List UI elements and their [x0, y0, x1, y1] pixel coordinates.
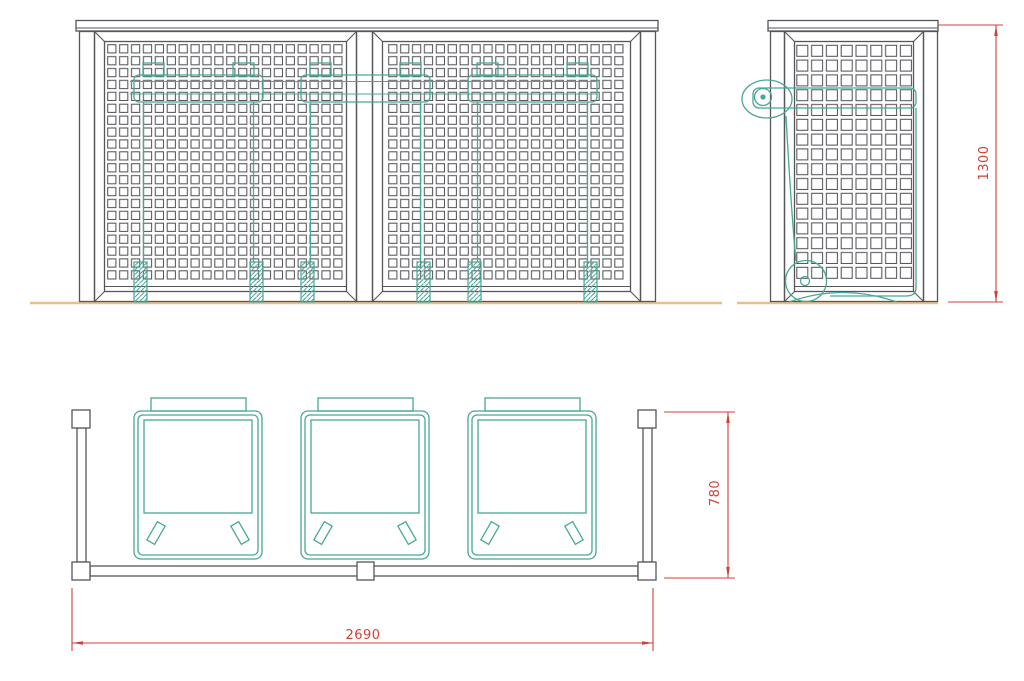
bin-lid-handle: [317, 397, 414, 412]
side-post-left: [769, 30, 786, 303]
bin-wheel: [784, 259, 828, 303]
side-post-right: [922, 30, 939, 303]
bin-lid-handle: [150, 397, 247, 412]
dimension-overall-height: 1300: [938, 24, 1003, 303]
bin-lid-top: [477, 419, 587, 514]
bin-front-1: [133, 62, 264, 303]
bin-plan-1: [133, 397, 263, 560]
bin-wheel: [563, 520, 585, 546]
bin-wheel: [249, 261, 264, 303]
plan-post-front-right: [637, 409, 657, 429]
bin-wheel: [300, 261, 315, 303]
front-top-rail: [75, 19, 659, 32]
side-top-rail: [767, 19, 939, 32]
dimension-label-overall-height: 1300: [977, 145, 992, 180]
trellis-grid: [795, 43, 914, 281]
plan-view: [71, 397, 657, 581]
bin-back-edge: [785, 115, 797, 262]
dimension-overall-width: 2690: [71, 588, 654, 651]
bin-front-2: [300, 62, 431, 303]
trellis-grid: [106, 43, 344, 282]
bin-wheel: [312, 520, 334, 546]
bin-lid-handle: [484, 397, 581, 412]
bin-plan-2: [300, 397, 430, 560]
bin-wheel: [467, 261, 482, 303]
front-post-right: [639, 30, 657, 303]
bin-wheel: [479, 520, 501, 546]
dimension-label-overall-width: 2690: [345, 628, 380, 643]
bin-wheel: [583, 261, 598, 303]
bin-base-curve: [788, 291, 898, 303]
plan-post-back-right: [637, 561, 657, 581]
bin-body-edge: [830, 108, 917, 297]
plan-post-back-middle: [356, 561, 375, 581]
front-post-middle: [355, 30, 374, 303]
trellis-panel-side: [783, 30, 925, 303]
dimension-overall-depth: 780: [664, 411, 735, 579]
side-elevation-view: [737, 19, 939, 305]
bin-wheel: [229, 520, 251, 546]
bin-lid: [752, 87, 917, 109]
bin-lid-top: [143, 419, 253, 514]
bin-front-3: [467, 62, 598, 303]
bin-side-outline: [741, 79, 917, 303]
bin-wheel: [416, 261, 431, 303]
dimension-label-overall-depth: 780: [708, 480, 723, 506]
bins-front-outlines: [130, 62, 598, 303]
plan-post-back-left: [71, 561, 91, 581]
bin-lid-top: [310, 419, 420, 514]
plan-post-front-left: [71, 409, 91, 429]
bin-plan-3: [467, 397, 597, 560]
front-elevation-view: [30, 19, 722, 305]
bin-wheel: [396, 520, 418, 546]
bin-handle: [741, 79, 793, 119]
bin-wheel-axle: [799, 275, 811, 287]
bin-wheel: [145, 520, 167, 546]
front-post-left: [78, 30, 96, 303]
plan-rail-right: [642, 427, 653, 563]
bin-wheel: [133, 261, 148, 303]
trellis-panel-front-left: [93, 30, 358, 303]
trellis-grid: [387, 43, 625, 282]
bin-handle-pivot: [753, 87, 773, 107]
plan-rail-left: [76, 427, 87, 563]
trellis-panel-front-right: [371, 30, 642, 303]
